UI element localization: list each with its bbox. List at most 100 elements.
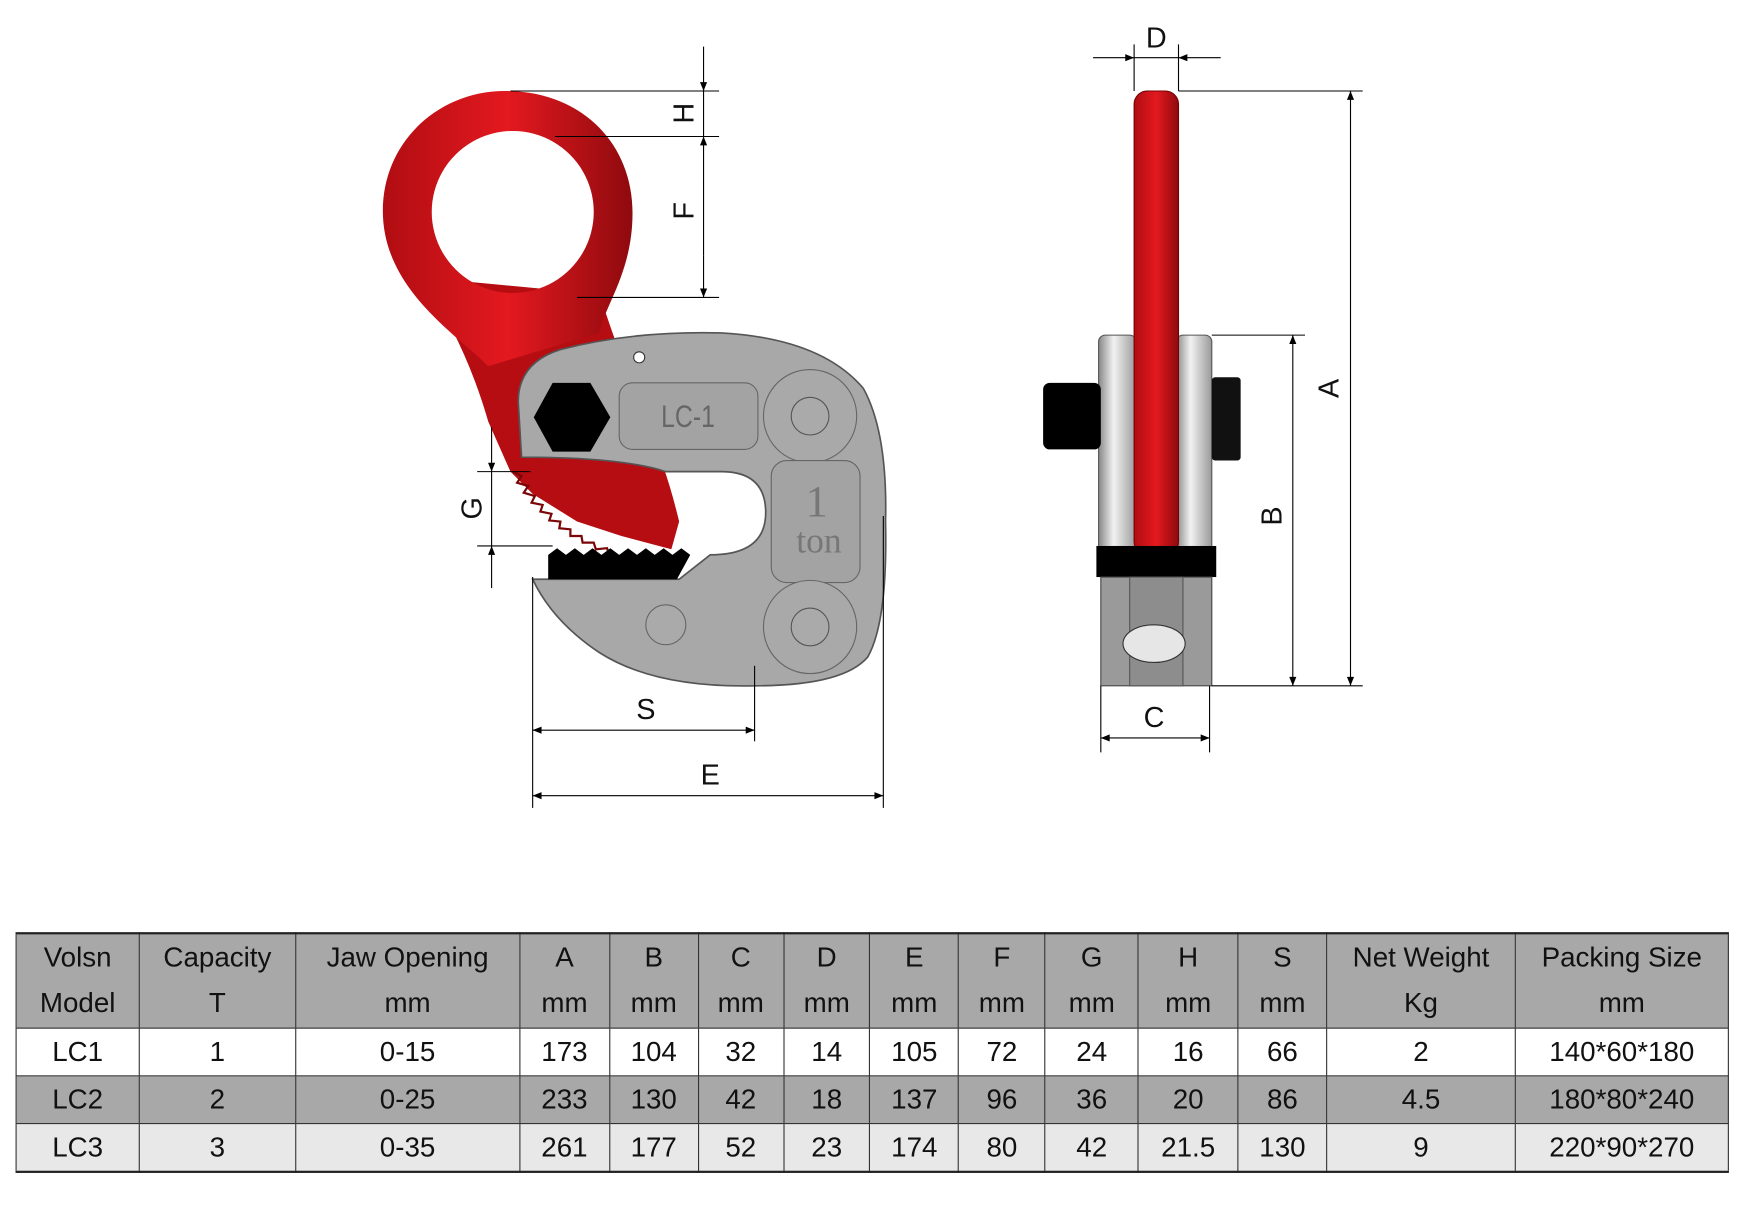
table-cell: 80 — [958, 1123, 1046, 1173]
dimension-label-e: E — [701, 760, 720, 792]
side-view: D A B C — [1043, 23, 1363, 753]
table-cell: 104 — [608, 1027, 699, 1077]
column-header-label: Capacity — [163, 942, 272, 974]
table-cell: 3 — [138, 1123, 297, 1173]
lifting-eye-ring — [382, 90, 633, 367]
left-side-plate — [1098, 334, 1137, 553]
technical-drawing: LC-1 1 ton — [382, 23, 1363, 808]
column-header-label: G — [1080, 942, 1103, 974]
table-cell: 177 — [608, 1123, 699, 1173]
table-cell: 0-15 — [295, 1027, 521, 1077]
column-header-unit: mm — [1165, 987, 1212, 1019]
table-cell: 4.5 — [1326, 1075, 1516, 1125]
table-cell: 16 — [1137, 1027, 1239, 1077]
left-nut — [1043, 382, 1101, 450]
table-cell: 174 — [869, 1123, 960, 1173]
table-cell: 261 — [518, 1123, 610, 1173]
column-header: Packing Size mm — [1514, 932, 1729, 1029]
column-header-unit: mm — [1068, 987, 1115, 1019]
small-hole — [633, 351, 646, 364]
column-header-label: Packing Size — [1541, 942, 1703, 974]
dimension-label-s: S — [636, 694, 655, 726]
table-cell: LC3 — [15, 1123, 140, 1173]
right-side-plate — [1175, 334, 1213, 553]
column-header-label: S — [1273, 942, 1292, 974]
table-cell: 14 — [782, 1027, 871, 1077]
lower-pivot-pin — [790, 607, 830, 647]
table-cell: 32 — [697, 1027, 785, 1077]
table-cell: LC1 — [15, 1027, 140, 1077]
table-cell: 140*60*180 — [1514, 1027, 1729, 1077]
table-cell: 36 — [1044, 1075, 1139, 1125]
lifting-eye-edge — [1133, 90, 1180, 556]
model-mark: LC-1 — [661, 400, 715, 434]
table-cell: 21.5 — [1137, 1123, 1239, 1173]
upper-pivot-pin — [790, 396, 830, 436]
column-header-unit: T — [208, 987, 226, 1019]
table-cell: 0-35 — [295, 1123, 521, 1173]
table-cell: LC2 — [15, 1075, 140, 1125]
column-header-label: F — [993, 942, 1011, 974]
table-cell: 86 — [1237, 1075, 1328, 1125]
capacity-mark-unit: ton — [796, 521, 842, 561]
column-header-unit: Model — [39, 987, 116, 1019]
table-cell: 2 — [1326, 1027, 1516, 1077]
column-header-label: C — [730, 942, 751, 974]
jaw-teeth — [548, 548, 691, 580]
column-header-label: H — [1178, 942, 1199, 974]
table-cell: 130 — [608, 1075, 699, 1125]
table-cell: 52 — [697, 1123, 785, 1173]
table-cell: 42 — [697, 1075, 785, 1125]
dimension-lines-side — [1093, 44, 1363, 753]
column-header-label: D — [816, 942, 837, 974]
dimension-label-h: H — [669, 103, 701, 124]
dimension-label-f: F — [669, 202, 701, 220]
column-header-unit: mm — [630, 987, 677, 1019]
pin-hole — [1122, 624, 1186, 664]
dimension-label-d: D — [1146, 23, 1167, 55]
table-cell: 24 — [1044, 1027, 1139, 1077]
table-cell: 9 — [1326, 1123, 1516, 1173]
column-header-label: Volsn — [43, 942, 112, 974]
capacity-mark-number: 1 — [806, 476, 828, 526]
table-cell: 173 — [518, 1027, 610, 1077]
jaw-pad-bar — [1096, 545, 1217, 578]
column-header-unit: mm — [803, 987, 850, 1019]
table-cell: 137 — [869, 1075, 960, 1125]
column-header-label: E — [905, 942, 924, 974]
model-plate-recess — [618, 382, 759, 450]
table-cell: 66 — [1237, 1027, 1328, 1077]
column-header-unit: mm — [1598, 987, 1645, 1019]
table-cell: 130 — [1237, 1123, 1328, 1173]
column-header-unit: mm — [717, 987, 764, 1019]
column-header-unit: mm — [541, 987, 588, 1019]
column-header-label: Net Weight — [1352, 942, 1490, 974]
table-cell: 180*80*240 — [1514, 1075, 1729, 1125]
column-header-label: A — [555, 942, 574, 974]
right-nut — [1211, 377, 1241, 461]
dimension-lines-front — [477, 46, 884, 808]
front-view: LC-1 1 ton — [382, 46, 887, 808]
table-cell: 220*90*270 — [1514, 1123, 1729, 1173]
dimension-label-a: A — [1313, 378, 1345, 398]
table-cell: 72 — [958, 1027, 1046, 1077]
table-cell: 42 — [1044, 1123, 1139, 1173]
column-header-unit: mm — [891, 987, 938, 1019]
